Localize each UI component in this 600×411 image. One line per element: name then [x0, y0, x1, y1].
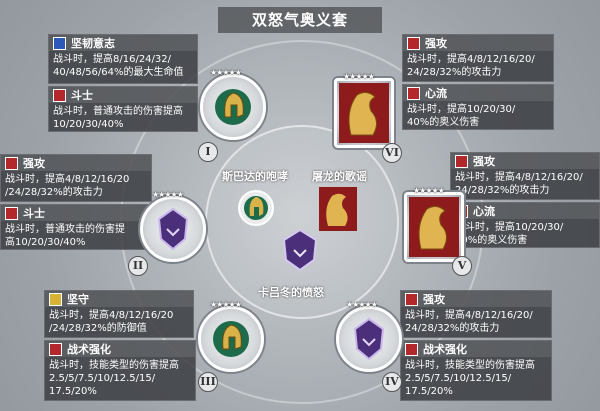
slot-III-stars: ★★★★★ [210, 300, 242, 309]
skill-name: 战术强化 [423, 342, 467, 356]
skill-panel-bl1[interactable]: 坚守 战斗时，提高4/8/12/16/20 /24/28/32%的防御值 [44, 290, 194, 338]
slot-VI-token[interactable] [334, 78, 394, 148]
spartan-helmet-icon [213, 321, 249, 357]
slot-V-numeral: V [452, 256, 472, 276]
skill-desc: 战斗时，提高4/8/12/16/20/ 24/28/32%的攻击力 [405, 310, 533, 334]
slot-VI-numeral: VI [382, 143, 402, 163]
slot-IV-numeral: IV [382, 372, 402, 392]
skill-desc: 战斗时，技能类型的伤害提高 2.5/5/7.5/10/12.5/15/ 17.5… [405, 360, 535, 397]
shield-skill-icon [53, 36, 66, 50]
center-label-bottom: 卡吕冬的愤怒 [258, 286, 324, 299]
guard-skill-icon [49, 292, 62, 306]
skill-desc: 战斗时，提高10/20/30/ 40%的奥义伤害 [407, 104, 516, 128]
skill-panel-tr1[interactable]: 强攻 战斗时，提高4/8/12/16/20/ 24/28/32%的攻击力 [402, 34, 554, 82]
slot-IV-stars: ★★★★★ [346, 300, 378, 309]
skill-panel-bl2[interactable]: 战术强化 战斗时，技能类型的伤害提高 2.5/5/7.5/10/12.5/15/… [44, 340, 196, 401]
slot-II-stars: ★★★★★ [152, 190, 184, 199]
skill-name: 强攻 [423, 292, 445, 306]
tactics-skill-icon [49, 342, 62, 356]
slot-V-token[interactable] [404, 192, 464, 262]
skill-name: 强攻 [473, 154, 495, 168]
skill-name: 斗士 [23, 206, 45, 220]
skill-desc: 战斗时，提高4/8/12/16/20 /24/28/32%的攻击力 [5, 174, 130, 198]
attack-skill-icon [405, 292, 418, 306]
skill-name: 强攻 [23, 156, 45, 170]
slot-II-token[interactable] [140, 196, 206, 262]
fist-skill-icon [53, 88, 66, 102]
skill-desc: 战斗时，提高4/8/12/16/20/ 24/28/32%的攻击力 [407, 54, 535, 78]
golden-dragon-icon [409, 197, 459, 257]
tactics-skill-icon [405, 342, 418, 356]
skill-name: 心流 [473, 204, 495, 218]
slot-III-token[interactable] [198, 306, 264, 372]
skill-name: 坚守 [67, 292, 89, 306]
boar-mask-icon [282, 228, 318, 272]
center-label-right: 屠龙的歌谣 [312, 170, 367, 183]
skill-panel-mr2[interactable]: 心流 战斗时，提高10/20/30/ 40%的奥义伤害 [450, 202, 600, 248]
slot-IV-token[interactable] [336, 306, 402, 372]
skill-name: 强攻 [425, 36, 447, 50]
boar-mask-icon [157, 207, 189, 251]
skill-desc: 战斗时，提高10/20/30/ 40%的奥义伤害 [455, 222, 564, 246]
slot-V-stars: ★★★★★ [413, 186, 445, 195]
attack-skill-icon [5, 156, 18, 170]
skill-panel-tl1[interactable]: 坚韧意志 战斗时，提高8/16/24/32/ 40/48/56/64%的最大生命… [48, 34, 198, 84]
fist-skill-icon [5, 206, 18, 220]
slot-II-numeral: II [128, 256, 148, 276]
skill-panel-ml2[interactable]: 斗士 战斗时，普通攻击的伤害提 高10/20/30/40% [0, 204, 152, 250]
skill-desc: 战斗时，普通攻击的伤害提 高10/20/30/40% [5, 224, 125, 248]
skill-desc: 战斗时，技能类型的伤害提高 2.5/5/7.5/10/12.5/15/ 17.5… [49, 360, 179, 397]
skill-desc: 战斗时，提高8/16/24/32/ 40/48/56/64%的最大生命值 [53, 54, 184, 78]
skill-desc: 战斗时，提高4/8/12/16/20 /24/28/32%的防御值 [49, 310, 174, 334]
slot-I-token[interactable] [200, 74, 266, 140]
skill-panel-ml1[interactable]: 强攻 战斗时，提高4/8/12/16/20 /24/28/32%的攻击力 [0, 154, 152, 202]
slot-I-stars: ★★★★★ [210, 68, 242, 77]
skill-panel-tl2[interactable]: 斗士 战斗时，普通攻击的伤害提高 10/20/30/40% [48, 86, 198, 132]
center-dragon-icon[interactable] [318, 186, 358, 232]
skill-name: 坚韧意志 [71, 36, 115, 50]
skill-name: 斗士 [71, 88, 93, 102]
skill-panel-br1[interactable]: 强攻 战斗时，提高4/8/12/16/20/ 24/28/32%的攻击力 [400, 290, 552, 338]
center-label-left: 斯巴达的咆哮 [222, 170, 288, 183]
center-spartan-icon[interactable] [234, 186, 278, 230]
skill-panel-br2[interactable]: 战术强化 战斗时，技能类型的伤害提高 2.5/5/7.5/10/12.5/15/… [400, 340, 552, 401]
skill-panel-mr1[interactable]: 强攻 战斗时，提高4/8/12/16/20/ 24/28/32%的攻击力 [450, 152, 600, 200]
spartan-helmet-icon [238, 190, 274, 226]
spartan-helmet-icon [215, 89, 251, 125]
skill-desc: 战斗时，普通攻击的伤害提高 10/20/30/40% [53, 106, 183, 130]
flow-skill-icon [407, 86, 420, 100]
golden-dragon-icon [319, 187, 357, 231]
slot-I-numeral: I [198, 142, 218, 162]
page-title: 双怒气奥义套 [218, 7, 382, 33]
skill-panel-tr2[interactable]: 心流 战斗时，提高10/20/30/ 40%的奥义伤害 [402, 84, 554, 130]
attack-skill-icon [407, 36, 420, 50]
attack-skill-icon [455, 154, 468, 168]
skill-name: 心流 [425, 86, 447, 100]
golden-dragon-icon [339, 83, 389, 143]
center-boar-icon[interactable] [276, 226, 324, 274]
skill-desc: 战斗时，提高4/8/12/16/20/ 24/28/32%的攻击力 [455, 172, 583, 196]
slot-III-numeral: III [198, 372, 218, 392]
boar-mask-icon [353, 317, 385, 361]
slot-VI-stars: ★★★★★ [343, 72, 375, 81]
skill-name: 战术强化 [67, 342, 111, 356]
